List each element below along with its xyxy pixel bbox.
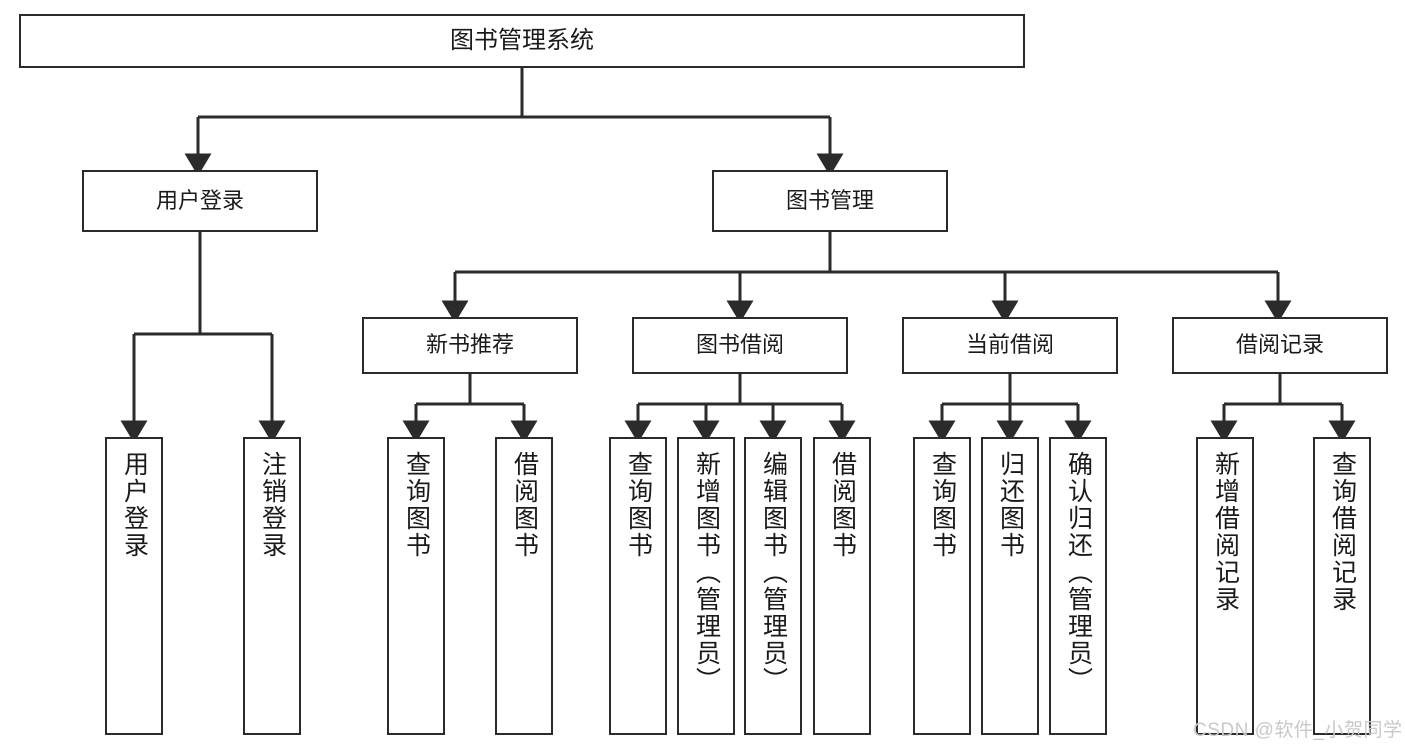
- leaf-book-borrow-borrow[interactable]: 借阅图书: [813, 437, 871, 735]
- leaf-current-borrow-confirm-return[interactable]: 确认归还（管理员）: [1049, 437, 1107, 735]
- leaf-new-book-borrow[interactable]: 借阅图书: [495, 437, 553, 735]
- node-label: 确认归还（管理员）: [1064, 451, 1093, 694]
- node-root-system[interactable]: 图书管理系统: [19, 14, 1025, 68]
- leaf-new-book-query[interactable]: 查询图书: [387, 437, 445, 735]
- leaf-borrow-record-add[interactable]: 新增借阅记录: [1196, 437, 1254, 735]
- leaf-user-login-logout[interactable]: 注销登录: [243, 437, 301, 735]
- node-borrow-record[interactable]: 借阅记录: [1172, 317, 1388, 374]
- node-label: 新增借阅记录: [1211, 451, 1240, 613]
- node-label: 当前借阅: [965, 332, 1054, 358]
- csdn-watermark: CSDN @软件_小贺同学: [1193, 720, 1403, 741]
- leaf-book-borrow-query[interactable]: 查询图书: [609, 437, 667, 735]
- node-current-borrow[interactable]: 当前借阅: [902, 317, 1118, 374]
- node-label: 查询图书: [624, 451, 653, 559]
- node-label: 借阅图书: [510, 451, 539, 559]
- node-label: 图书管理: [785, 187, 874, 213]
- node-label: 用户登录: [120, 451, 149, 559]
- leaf-book-borrow-add[interactable]: 新增图书（管理员）: [677, 437, 735, 735]
- node-label: 查询图书: [928, 451, 957, 559]
- node-label: 归还图书: [996, 451, 1025, 559]
- node-label: 编辑图书（管理员）: [759, 451, 788, 694]
- leaf-current-borrow-query[interactable]: 查询图书: [913, 437, 971, 735]
- node-label: 图书管理系统: [450, 26, 594, 54]
- node-label: 新书推荐: [425, 332, 514, 358]
- node-user-login[interactable]: 用户登录: [82, 170, 318, 232]
- leaf-borrow-record-query[interactable]: 查询借阅记录: [1313, 437, 1371, 735]
- node-label: 借阅图书: [828, 451, 857, 559]
- node-new-book-recommend[interactable]: 新书推荐: [362, 317, 578, 374]
- node-label: 新增图书（管理员）: [692, 451, 721, 694]
- node-label: 用户登录: [155, 187, 244, 213]
- node-label: 注销登录: [258, 451, 287, 559]
- node-label: 查询图书: [402, 451, 431, 559]
- node-book-borrow[interactable]: 图书借阅: [632, 317, 848, 374]
- leaf-book-borrow-edit[interactable]: 编辑图书（管理员）: [744, 437, 802, 735]
- node-label: 查询借阅记录: [1328, 451, 1357, 613]
- leaf-user-login-login[interactable]: 用户登录: [105, 437, 163, 735]
- node-label: 借阅记录: [1235, 332, 1324, 358]
- node-label: 图书借阅: [695, 332, 784, 358]
- node-book-management[interactable]: 图书管理: [712, 170, 948, 232]
- leaf-current-borrow-return[interactable]: 归还图书: [981, 437, 1039, 735]
